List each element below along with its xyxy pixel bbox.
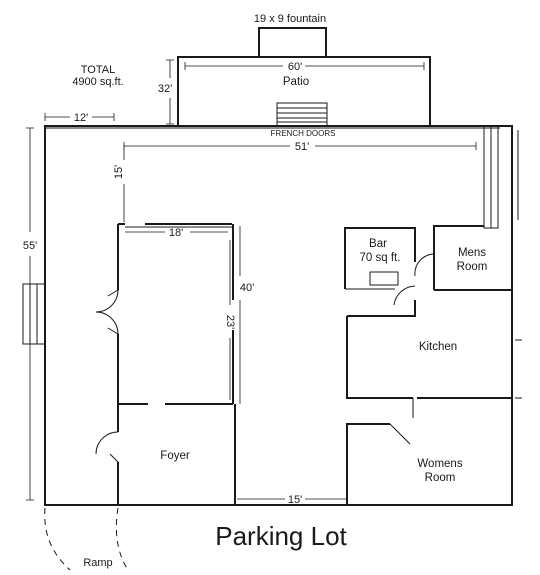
mens-room-label: Mens [458, 247, 486, 259]
hall-double-door [95, 289, 119, 335]
kitchen-walls [346, 300, 512, 399]
mens-room-walls [433, 225, 512, 291]
bar-counter-cutout [369, 271, 399, 286]
entry-label: 15' [288, 494, 302, 506]
bar-area: 70 sq ft. [360, 252, 401, 264]
fountain-outline [258, 27, 327, 58]
side-door [22, 283, 46, 345]
foyer-door [95, 431, 119, 463]
mens-door-swing [414, 253, 434, 277]
right-column [483, 125, 519, 229]
womens-door-swing [389, 398, 414, 445]
ramp-outline [44, 507, 129, 571]
bar-label: Bar [369, 238, 387, 250]
exterior-wall [44, 125, 513, 506]
french-doors-label: FRENCH DOORS [271, 129, 336, 138]
hall-width-label: 18' [169, 227, 183, 239]
fountain-label: 19 x 9 fountain [254, 13, 326, 25]
patio-depth-dimension [166, 59, 174, 125]
total-area: 4900 sq.ft. [72, 76, 123, 88]
hall-length-outer-label: 40' [240, 282, 254, 294]
kitchen-label: Kitchen [419, 341, 457, 353]
womens-room-label: Womens [417, 458, 462, 470]
mens-room-label-2: Room [457, 261, 488, 273]
womens-room-walls [346, 423, 390, 505]
front-gap-label: 15' [113, 165, 125, 179]
interior-width-label: 51' [295, 141, 309, 153]
patio-width: 60' [288, 61, 302, 73]
bar-walls [344, 227, 416, 289]
patio-outline [177, 56, 431, 126]
depth-label: 55' [23, 240, 37, 252]
patio-steps [276, 102, 328, 127]
setback-dimension [44, 113, 115, 121]
hall-length-inner-label: 23' [224, 315, 236, 329]
bar-door-swing [393, 285, 416, 306]
patio-depth: 32' [158, 83, 172, 95]
ramp-label: Ramp [83, 557, 112, 569]
interior-width-dimension [123, 142, 477, 150]
womens-room-label-2: Room [425, 472, 456, 484]
patio-label: Patio [283, 76, 309, 88]
depth-dimension [26, 127, 34, 501]
setback-label: 12' [74, 112, 88, 124]
patio-width-dimension [184, 62, 425, 70]
parking-lot-label: Parking Lot [215, 521, 347, 551]
total-label: TOTAL [81, 64, 115, 76]
foyer-label: Foyer [160, 450, 190, 462]
